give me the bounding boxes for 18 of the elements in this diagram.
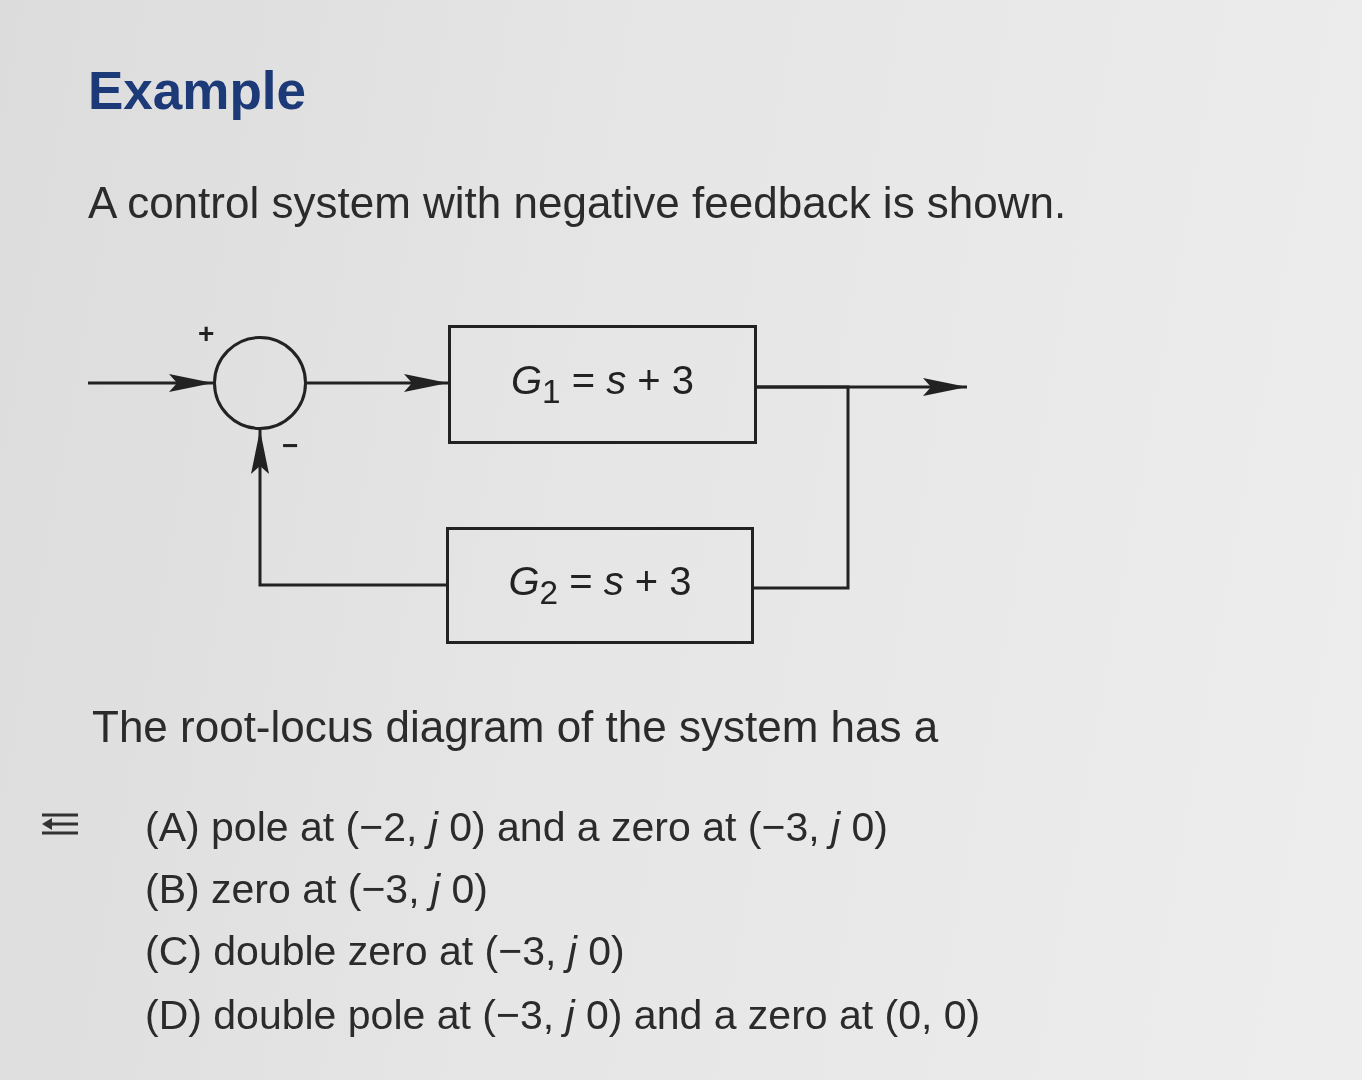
junction-sign-label: +	[198, 320, 215, 348]
arrow	[88, 374, 213, 392]
intro-text: A control system with negative feedback is shown.	[88, 178, 1067, 228]
answer-option: (A) pole at (−2, j 0) and a zero at (−3, j 0)	[145, 804, 888, 851]
junction-sign-label: −	[282, 432, 299, 460]
transfer-function-text: G$_{1}$ = s + 3	[510, 358, 695, 411]
transfer-function-text: G$_{2}$ = s + 3	[508, 559, 692, 612]
summing-junction	[213, 336, 307, 430]
heading: Example	[88, 60, 306, 121]
answer-option: (D) double pole at (−3, j 0) and a zero at (0, 0)	[145, 992, 981, 1039]
arrow	[251, 430, 446, 587]
answer-option: (B) zero at (−3, j 0)	[145, 866, 488, 913]
arrow	[307, 374, 448, 392]
connector-line	[754, 385, 850, 590]
transfer-function-block	[448, 325, 757, 444]
transfer-function-block	[446, 527, 754, 644]
answer-option: (C) double zero at (−3, j 0)	[145, 928, 625, 975]
question-text: The root-locus diagram of the system has a	[92, 702, 939, 752]
